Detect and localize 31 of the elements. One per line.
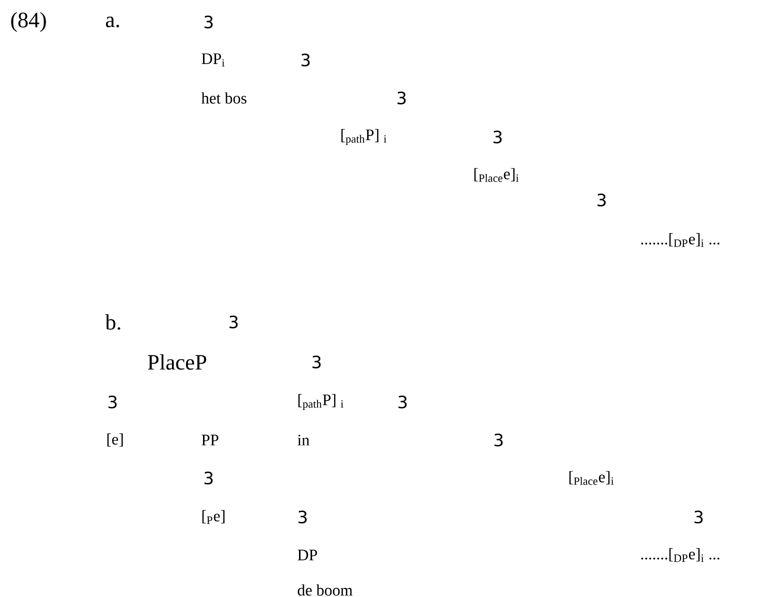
example-number: a. [106, 16, 120, 28]
branch-symbol: 3 [494, 434, 503, 446]
tree-label: de boom [298, 584, 352, 596]
branch-symbol: 3 [694, 510, 703, 524]
tree-label: PlaceP [148, 354, 206, 370]
tree-label: .......[$_{DP}$e]$_{i}$ ... [641, 548, 720, 562]
example-number: b. [105, 314, 120, 330]
tree-label: [e] [107, 433, 123, 447]
branch-symbol: 3 [298, 510, 307, 524]
tree-label: PP [202, 434, 218, 446]
branch-symbol: 3 [494, 130, 502, 144]
branch-symbol: 3 [230, 316, 238, 328]
tree-label: .......[$_{DP}$e]$_{i}$ ... [641, 233, 720, 247]
tree-label: in [298, 434, 310, 446]
tree-label: [$_{P}$e] [202, 510, 224, 524]
tree-label: [$_{path}$P] $_{i}$ [341, 128, 386, 146]
tree-label: DP$_{i}$ [202, 53, 225, 67]
tree-label: [$_{path}$P] $_{i}$ [298, 394, 344, 410]
branch-symbol: 3 [204, 472, 213, 484]
example-number: (84) [11, 12, 46, 32]
tree-label: DP [298, 550, 317, 560]
tree-label: [$_{Place}$e]$_{i}$ [474, 168, 519, 182]
branch-symbol: 3 [598, 194, 606, 206]
branch-symbol: 3 [398, 396, 407, 408]
tree-label: [$_{Place}$e]$_{i}$ [569, 471, 614, 485]
branch-symbol: 3 [108, 396, 117, 408]
branch-symbol: 3 [204, 16, 213, 28]
branch-symbol: 3 [398, 92, 406, 104]
branch-symbol: 3 [312, 356, 321, 368]
tree-label: het bos [201, 92, 246, 104]
branch-symbol: 3 [302, 54, 310, 66]
